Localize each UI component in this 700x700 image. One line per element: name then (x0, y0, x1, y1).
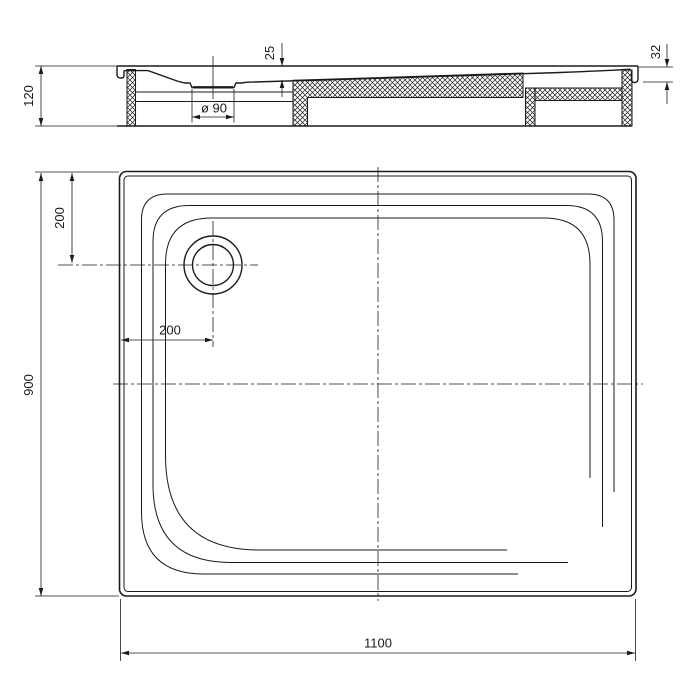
dim-overall-width: 1100 (121, 636, 635, 656)
foam-support-right-leg (621, 69, 633, 127)
section-view: 120 25 ø 90 32 (21, 43, 673, 127)
dim-label-drain-diameter: ø 90 (201, 101, 227, 116)
dim-drain-offset-top: 200 (52, 173, 75, 263)
dim-overall-depth: 900 (21, 173, 44, 596)
dim-label-200-vertical: 200 (52, 207, 67, 229)
floor-contour-2 (152, 205, 603, 563)
foam-support-right-band (534, 87, 623, 102)
dim-overall-height: 120 (21, 66, 44, 126)
dim-label-200-horizontal: 200 (159, 323, 181, 338)
dim-drain-offset-left: 200 (121, 323, 213, 343)
dim-label-900: 900 (21, 374, 36, 396)
foam-support-left-leg (126, 68, 137, 127)
dim-label-25: 25 (262, 46, 277, 60)
dim-label-32: 32 (648, 45, 663, 59)
foam-support-main (292, 72, 524, 127)
dim-rim-edge-height: 32 (639, 44, 673, 104)
floor-contour-1 (141, 193, 615, 575)
floor-contour-3 (165, 217, 591, 551)
dim-label-120: 120 (21, 85, 36, 107)
plan-view: 200 200 900 1100 (21, 167, 643, 661)
tray-floor-profile (116, 66, 631, 89)
dim-drain-diameter: ø 90 (191, 89, 235, 123)
dim-label-1100: 1100 (364, 636, 392, 651)
dim-basin-depth: 25 (262, 43, 285, 97)
foam-support-mid-leg (524, 87, 536, 127)
